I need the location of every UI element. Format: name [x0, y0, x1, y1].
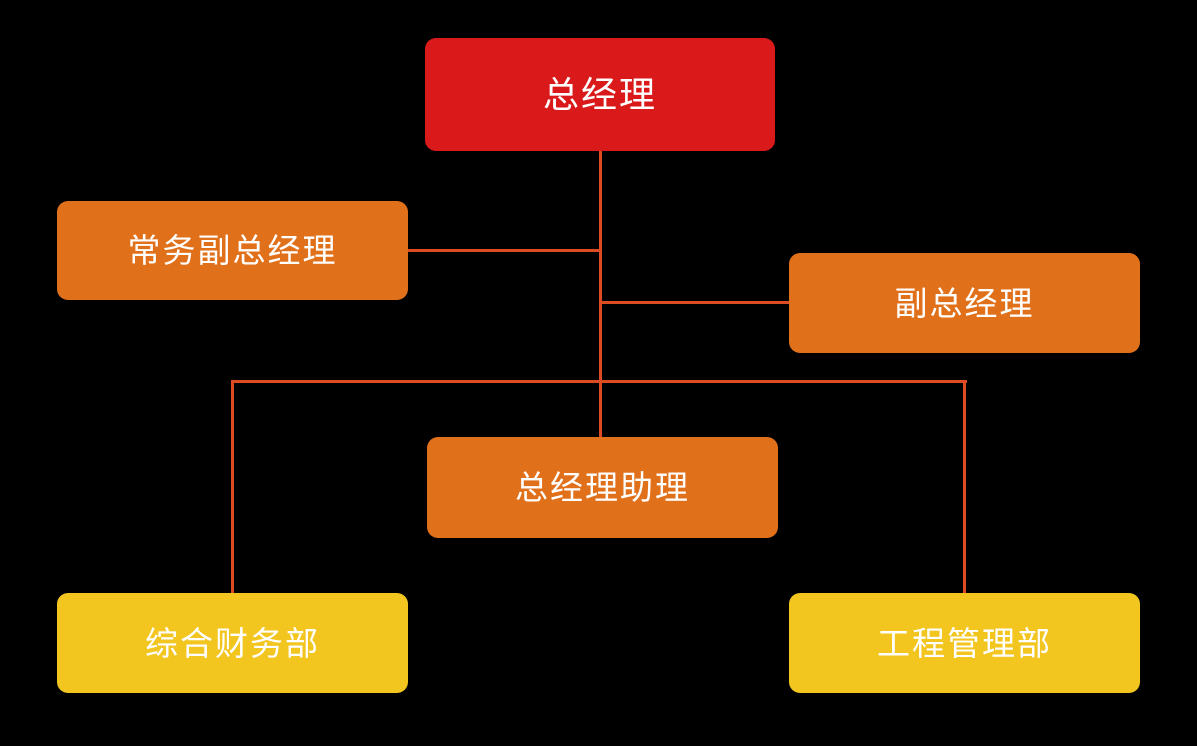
node-engineering-management-department[interactable]: 工程管理部: [789, 593, 1140, 693]
connector-branch-right: [600, 301, 789, 304]
connector-drop-left: [231, 380, 234, 594]
connector-trunk-vertical: [599, 151, 602, 438]
node-engineering-management-department-label: 工程管理部: [877, 624, 1052, 662]
node-executive-deputy-general-manager[interactable]: 常务副总经理: [57, 201, 408, 300]
node-comprehensive-finance-department[interactable]: 综合财务部: [57, 593, 408, 693]
node-general-manager-label: 总经理: [542, 73, 657, 115]
node-deputy-general-manager[interactable]: 副总经理: [789, 253, 1140, 353]
connector-drop-right: [963, 380, 966, 594]
node-comprehensive-finance-department-label: 综合财务部: [145, 624, 320, 662]
node-general-manager-assistant[interactable]: 总经理助理: [427, 437, 778, 538]
node-general-manager[interactable]: 总经理: [425, 38, 775, 151]
connector-branch-left: [408, 249, 600, 252]
node-general-manager-assistant-label: 总经理助理: [515, 469, 690, 506]
connector-horizontal-bus: [231, 380, 967, 383]
node-executive-deputy-general-manager-label: 常务副总经理: [127, 232, 338, 269]
node-deputy-general-manager-label: 副总经理: [894, 284, 1035, 322]
